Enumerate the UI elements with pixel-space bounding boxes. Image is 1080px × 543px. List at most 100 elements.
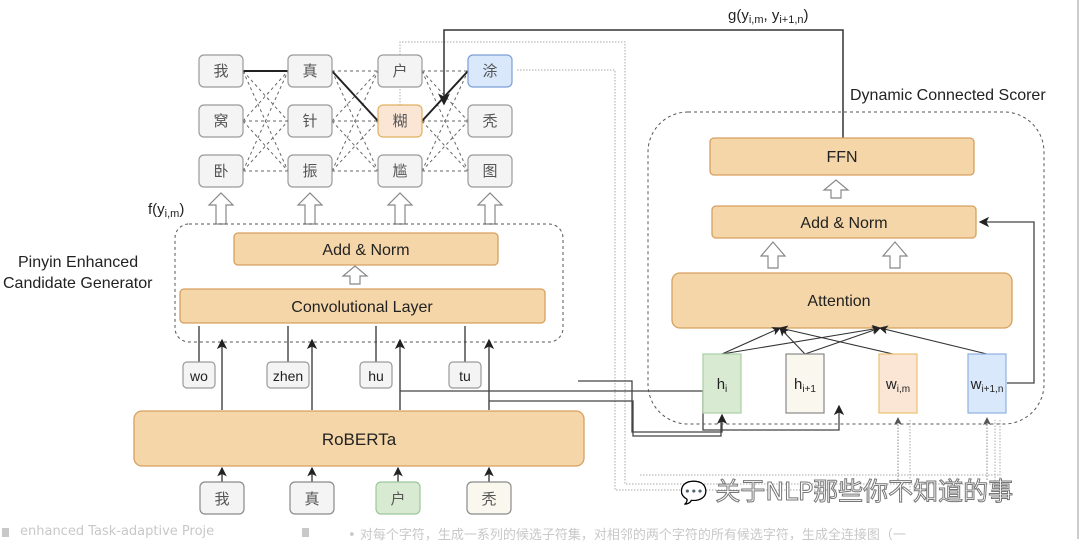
svg-text:秃: 秃 bbox=[481, 490, 496, 508]
generator-title-line2: Candidate Generator bbox=[3, 275, 153, 292]
watermark: 💬 关于NLP那些你不知道的事 bbox=[679, 472, 1014, 508]
input-arrows bbox=[217, 466, 494, 482]
footer-right-text: • 对每个字符，生成一系列的候选子符集，对相邻的两个字符的所有候选字符，生成全连… bbox=[348, 528, 906, 543]
pinyin-box: wo bbox=[182, 361, 216, 389]
svg-text:针: 针 bbox=[302, 112, 317, 130]
scorer-add-norm-block bbox=[711, 205, 977, 239]
generator-add-norm-label: Add & Norm bbox=[322, 242, 409, 259]
conv-layer-label: Convolutional Layer bbox=[291, 299, 433, 316]
roberta-label: RoBERTa bbox=[322, 430, 397, 449]
candidate-char: 尴 bbox=[377, 154, 423, 188]
scorer-add-norm-label: Add & Norm bbox=[800, 215, 887, 232]
hollow-up-arrow-icon bbox=[822, 179, 850, 199]
candidate-char: 针 bbox=[287, 104, 333, 138]
candidate-char: 真 bbox=[287, 54, 333, 88]
hollow-up-arrow-icon bbox=[296, 192, 324, 225]
g-score-label: g(yi,m, yi+1,n) bbox=[728, 7, 809, 26]
scorer-container bbox=[647, 111, 1045, 425]
faint-routing-lines bbox=[399, 41, 1001, 491]
scorer-token: wi,m bbox=[878, 353, 918, 414]
generator-add-norm-block bbox=[233, 232, 499, 266]
candidate-char: 振 bbox=[287, 154, 333, 188]
candidate-edge bbox=[242, 120, 289, 172]
candidate-char: 秃 bbox=[467, 104, 513, 138]
candidate-edge bbox=[421, 120, 469, 172]
candidate-edge bbox=[421, 70, 469, 172]
candidate-char: 窝 bbox=[198, 104, 244, 138]
candidate-edge bbox=[421, 70, 469, 122]
svg-text:图: 图 bbox=[482, 162, 497, 180]
selected-path-edge bbox=[331, 70, 379, 122]
scorer-token: wi+1,n bbox=[967, 353, 1007, 414]
candidate-grid-edges bbox=[242, 70, 469, 172]
roberta-block bbox=[133, 410, 585, 467]
input-char: 真 bbox=[289, 481, 335, 515]
svg-text:振: 振 bbox=[302, 162, 317, 180]
candidate-edge bbox=[242, 120, 289, 172]
pinyin-box: hu bbox=[359, 361, 393, 389]
candidate-grid: 我窝卧 真针振 户糊尴 涂秃图 bbox=[198, 54, 513, 188]
candidate-edge bbox=[242, 70, 289, 122]
hollow-up-arrow-icon bbox=[881, 241, 909, 269]
svg-text:涂: 涂 bbox=[482, 62, 497, 80]
svg-text:我: 我 bbox=[214, 490, 229, 508]
candidate-char: 我 bbox=[198, 54, 244, 88]
watermark-text: 关于NLP那些你不知道的事 bbox=[715, 477, 1014, 507]
svg-text:窝: 窝 bbox=[213, 112, 228, 130]
generator-title-line1: Pinyin Enhanced bbox=[18, 254, 138, 271]
svg-text:wi,m: wi,m bbox=[885, 376, 910, 395]
candidate-edge bbox=[242, 70, 289, 122]
hollow-up-arrow-icon bbox=[207, 192, 235, 225]
svg-text:hi+1: hi+1 bbox=[794, 376, 816, 395]
residual-line bbox=[978, 216, 1035, 384]
input-char: 秃 bbox=[466, 481, 512, 515]
w-token-input-lines bbox=[894, 417, 991, 480]
scorer-token: hi bbox=[702, 353, 742, 414]
svg-text:我: 我 bbox=[213, 62, 228, 80]
input-char: 我 bbox=[199, 481, 245, 515]
candidate-char: 卧 bbox=[198, 154, 244, 188]
hollow-up-arrow-icon bbox=[341, 265, 369, 285]
route-h-i-plus-1 bbox=[400, 390, 845, 431]
scorer-tokens: hi hi+1 wi,m wi+1,n bbox=[702, 353, 1007, 414]
candidate-edge bbox=[242, 70, 289, 172]
scorer-token: hi+1 bbox=[785, 353, 825, 414]
attention-label: Attention bbox=[807, 293, 870, 310]
ffn-block bbox=[709, 137, 975, 176]
svg-text:卧: 卧 bbox=[213, 162, 228, 180]
candidate-char: 涂 bbox=[467, 54, 513, 88]
generator-output-arrows bbox=[207, 192, 504, 225]
encoder-arrows bbox=[198, 326, 495, 410]
bullet-square bbox=[302, 528, 309, 537]
svg-text:hu: hu bbox=[368, 368, 384, 384]
svg-text:尴: 尴 bbox=[392, 162, 407, 180]
footer-left-text: enhanced Task-adaptive Proje bbox=[20, 524, 215, 539]
svg-text:真: 真 bbox=[302, 62, 317, 80]
candidate-char: 户 bbox=[377, 54, 423, 88]
candidate-edge bbox=[421, 120, 469, 172]
candidate-edge bbox=[331, 70, 379, 122]
conv-layer-block bbox=[179, 288, 546, 324]
attention-block bbox=[671, 272, 1013, 329]
svg-text:hi: hi bbox=[717, 376, 728, 395]
input-char: 户 bbox=[375, 481, 421, 515]
input-row: 我真户秃 bbox=[199, 466, 512, 515]
candidate-edge bbox=[331, 70, 379, 172]
svg-text:户: 户 bbox=[390, 490, 405, 508]
wechat-icon: 💬 bbox=[679, 481, 708, 507]
svg-text:tu: tu bbox=[459, 368, 471, 384]
scorer-title: Dynamic Connected Scorer bbox=[850, 87, 1046, 104]
hollow-up-arrow-icon bbox=[386, 192, 414, 225]
generator-container bbox=[174, 223, 564, 343]
candidate-edge bbox=[331, 120, 379, 172]
f-score-label: f(yi,m) bbox=[148, 201, 184, 220]
route-h-i-arrow bbox=[578, 380, 728, 433]
svg-text:秃: 秃 bbox=[482, 112, 497, 130]
selected-path-edge bbox=[421, 70, 469, 122]
route-h-i bbox=[489, 400, 722, 437]
attention-input-edges bbox=[721, 324, 988, 355]
svg-text:糊: 糊 bbox=[392, 112, 407, 130]
bullet-square bbox=[2, 528, 9, 537]
